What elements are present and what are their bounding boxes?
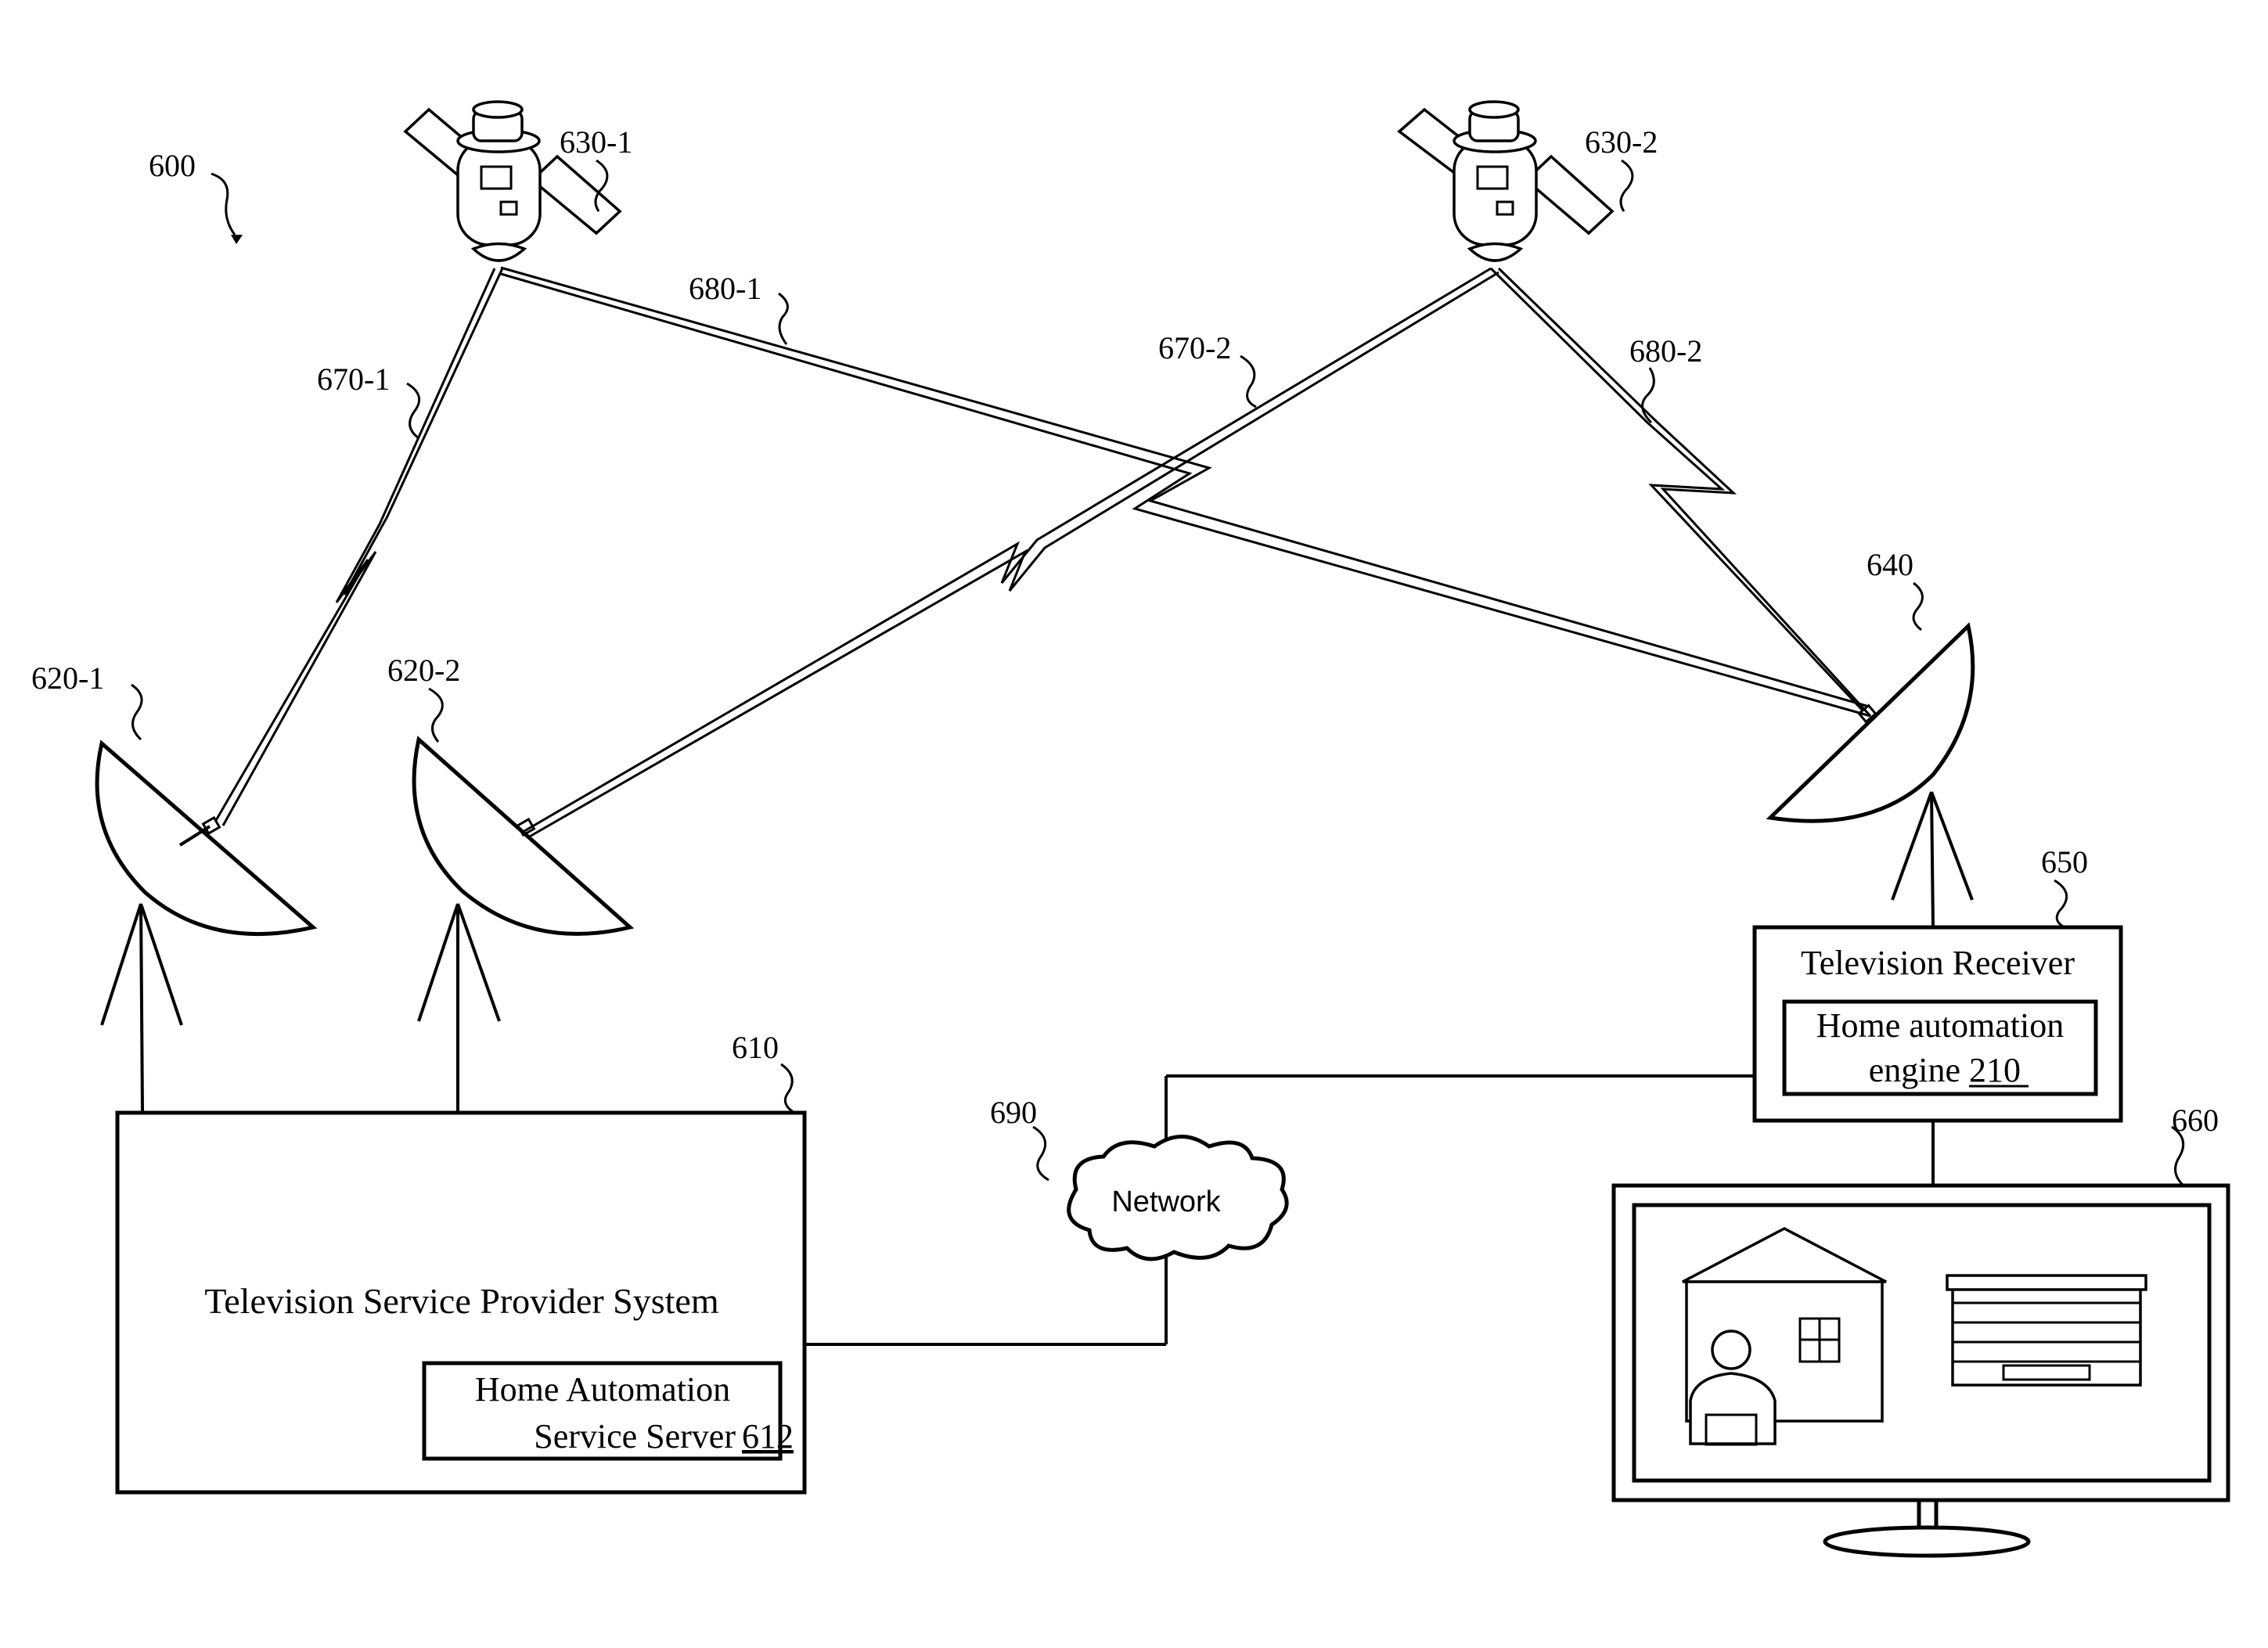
ref-620-1: 620-1 — [31, 660, 104, 696]
ref-620-2: 620-2 — [387, 653, 460, 688]
engine-ref: 210 — [1969, 1051, 2021, 1089]
server-label-line1: Home Automation — [475, 1370, 730, 1409]
link-670-2 — [524, 268, 1499, 837]
network-label: Network — [1111, 1186, 1221, 1218]
television-receiver-box: Television Receiver Home automation engi… — [1755, 927, 2121, 1121]
ref-670-2: 670-2 — [1158, 330, 1231, 365]
ref-630-2: 630-2 — [1585, 124, 1658, 160]
dish-640 — [1770, 626, 1973, 927]
television-display — [1614, 1186, 2228, 1556]
ref-650: 650 — [2041, 844, 2088, 880]
ref-610: 610 — [732, 1030, 779, 1065]
receiver-title: Television Receiver — [1801, 944, 2075, 982]
ref-670-1: 670-1 — [317, 362, 390, 397]
provider-system-box: Television Service Provider System Home … — [117, 1113, 805, 1492]
link-670-1 — [215, 268, 502, 826]
engine-label-line2: engine — [1869, 1051, 1960, 1089]
ref-640: 640 — [1867, 547, 1913, 582]
building-icon — [1947, 1276, 2146, 1385]
network-cloud: Network — [1069, 1137, 1287, 1259]
provider-system-title: Television Service Provider System — [204, 1281, 718, 1321]
ref-600: 600 — [149, 148, 196, 183]
satellite-630-2 — [1399, 102, 1612, 261]
ref-630-1: 630-1 — [560, 124, 632, 160]
dish-620-1 — [97, 743, 313, 1111]
server-label-line2: Service Server — [534, 1417, 736, 1455]
ref-680-1: 680-1 — [689, 271, 761, 306]
ref-690: 690 — [990, 1095, 1037, 1130]
server-ref: 612 — [742, 1417, 794, 1455]
dish-620-2 — [414, 739, 630, 1111]
ref-680-2: 680-2 — [1629, 333, 1702, 369]
engine-label-line1: Home automation — [1816, 1006, 2065, 1045]
